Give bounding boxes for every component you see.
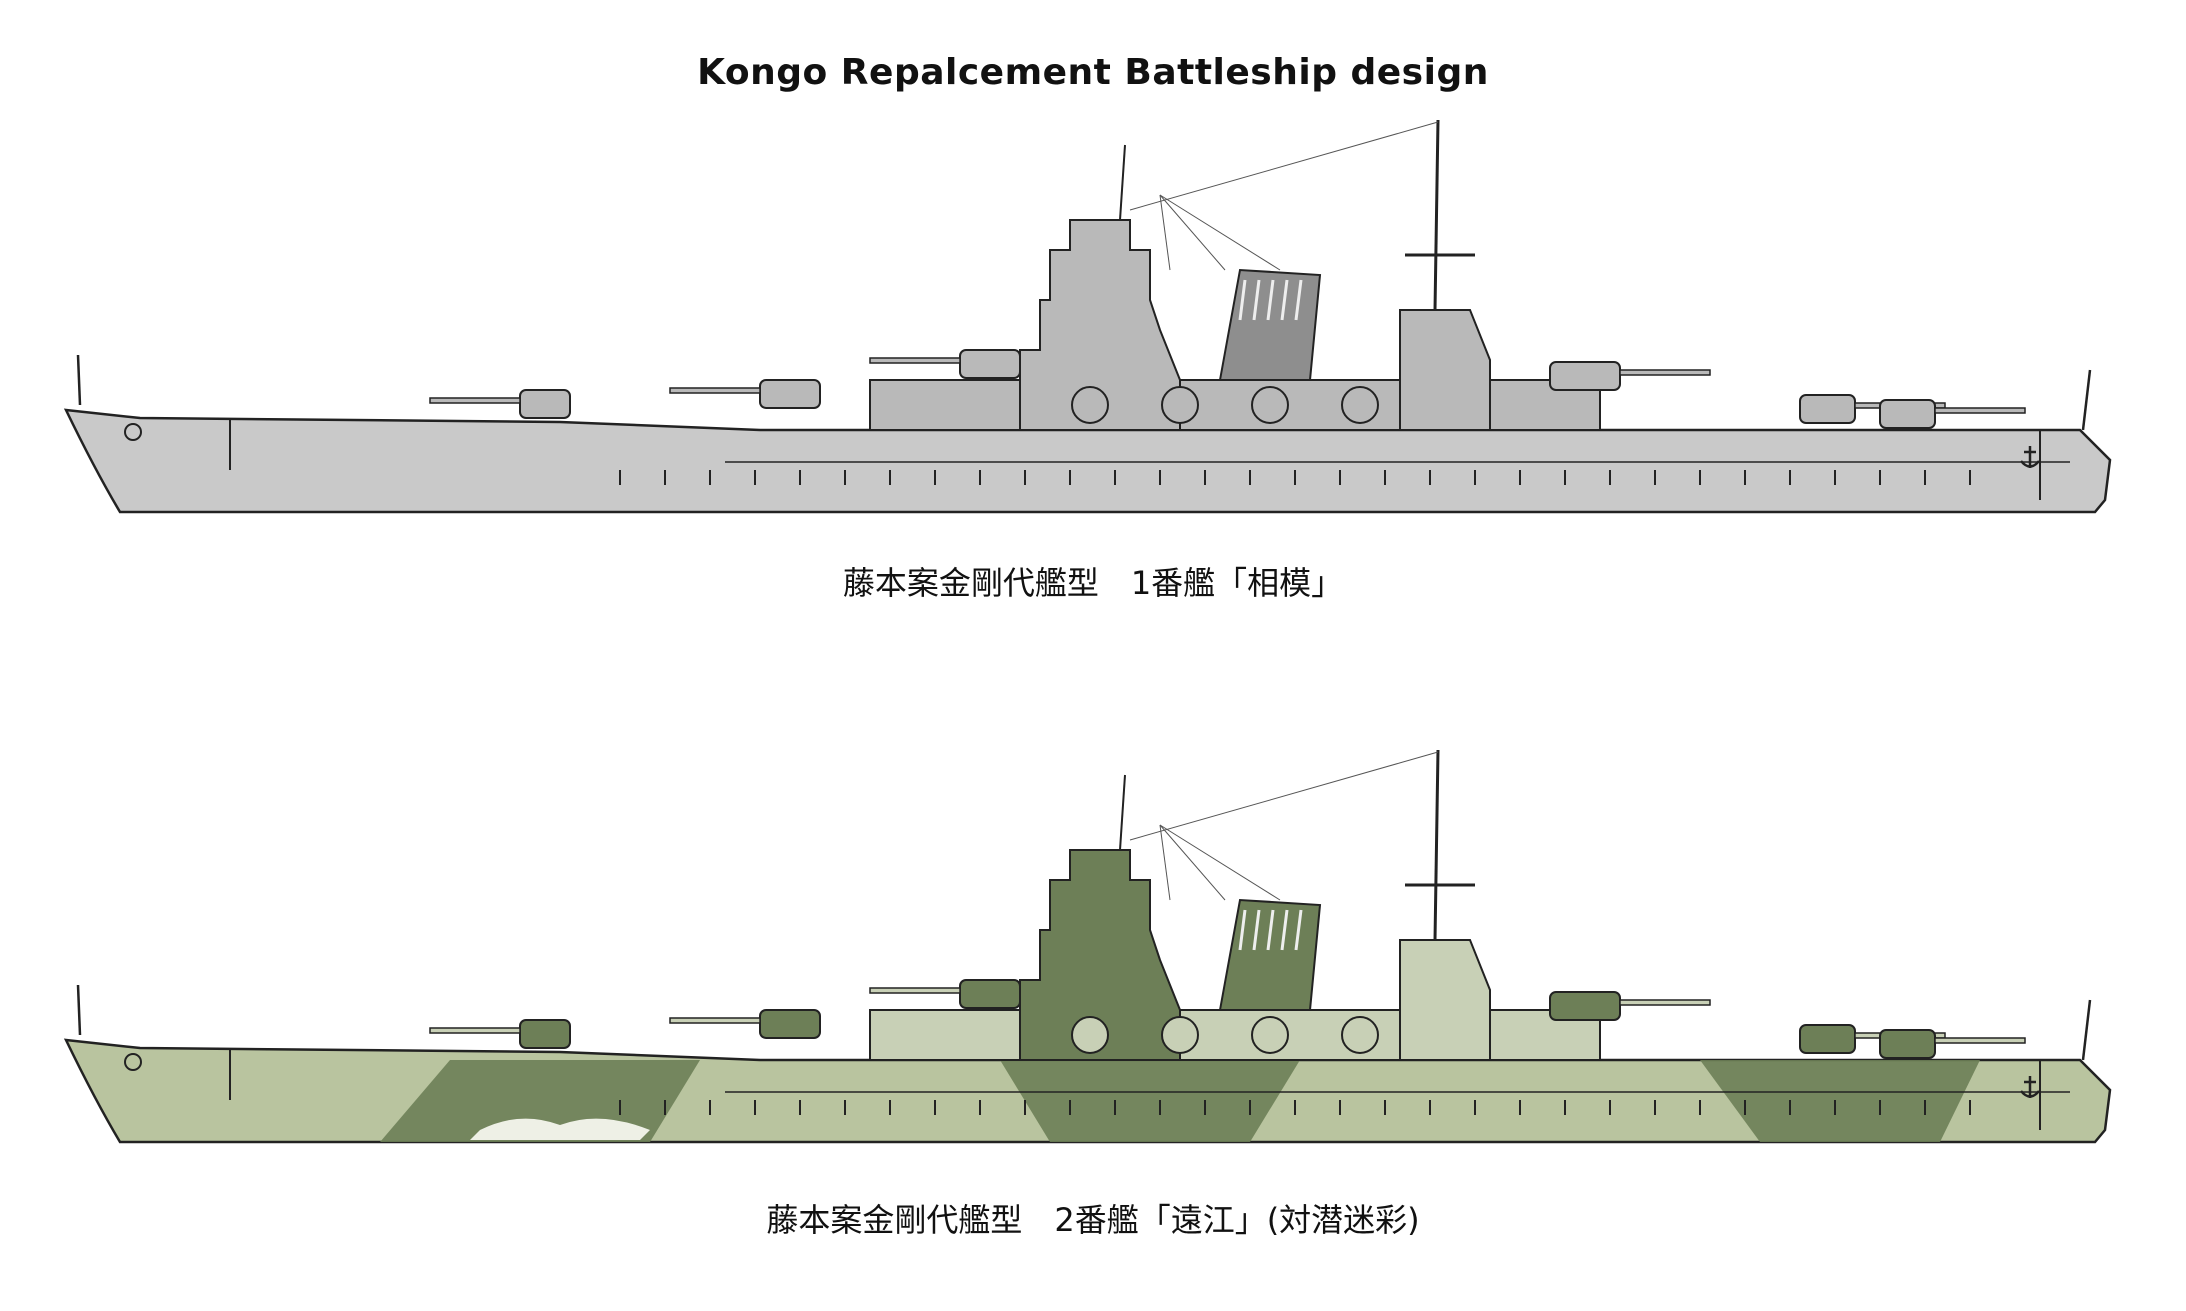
bridge-tower — [1019, 849, 1181, 1061]
mainmast — [1433, 119, 1440, 311]
funnel — [1218, 898, 1322, 1011]
bow-crest-icon — [124, 1053, 142, 1071]
rigging — [1159, 194, 1281, 271]
gun-barrel — [1934, 1037, 2026, 1044]
rigging — [1159, 194, 1226, 271]
aft-tower — [1399, 939, 1491, 1061]
gun-barrel — [869, 357, 961, 364]
gun-turret — [959, 979, 1021, 1009]
funnel-stripe — [1238, 909, 1247, 951]
gun-barrel — [429, 1027, 521, 1034]
camo-patch — [1700, 1060, 1980, 1142]
gun-barrel — [1619, 999, 1711, 1006]
gun-turret — [1549, 361, 1621, 391]
mainmast — [1433, 749, 1440, 941]
ensign-staff — [2081, 999, 2092, 1061]
foremast-pole — [1119, 774, 1126, 851]
gun-barrel — [1619, 369, 1711, 376]
ship-2-caption: 藤本案金剛代艦型 2番艦「遠江」(対潜迷彩) — [766, 1201, 1420, 1239]
gun-barrel — [1934, 407, 2026, 414]
secondary-mount — [1341, 386, 1379, 424]
funnel — [1218, 268, 1322, 381]
rigging — [1159, 194, 1171, 271]
battleship-sagami-profile — [63, 119, 2112, 514]
gun-barrel — [669, 387, 761, 394]
ship-1-caption: 藤本案金剛代艦型 1番艦「相模」 — [842, 564, 1344, 602]
gun-turret — [759, 379, 821, 409]
funnel-stripe — [1294, 909, 1303, 951]
secondary-mount — [1251, 1016, 1289, 1054]
anchor-icon — [2020, 446, 2040, 468]
gun-turret — [519, 389, 571, 419]
bow-crest-icon — [124, 423, 142, 441]
gun-barrel — [429, 397, 521, 404]
gun-turret — [1799, 1024, 1856, 1054]
funnel-stripe — [1266, 279, 1275, 321]
rigging — [1159, 824, 1226, 901]
page-title: Kongo Repalcement Battleship design — [697, 52, 1489, 93]
rigging — [1159, 824, 1281, 901]
rigging — [1129, 121, 1439, 211]
funnel-stripe — [1280, 909, 1289, 951]
camo-patch — [1000, 1060, 1300, 1142]
gun-turret — [1879, 1029, 1936, 1059]
anchor-icon — [2020, 1076, 2040, 1098]
jack-staff — [76, 354, 82, 406]
gun-turret — [959, 349, 1021, 379]
secondary-mount — [1251, 386, 1289, 424]
camo-patch — [470, 1118, 650, 1140]
secondary-mount — [1071, 386, 1109, 424]
aft-tower — [1399, 309, 1491, 431]
gun-barrel — [669, 1017, 761, 1024]
gun-turret — [1549, 991, 1621, 1021]
bridge-tower — [1019, 219, 1181, 431]
ensign-staff — [2081, 369, 2092, 431]
funnel-stripe — [1252, 909, 1261, 951]
rigging — [1129, 751, 1439, 841]
secondary-mount — [1161, 1016, 1199, 1054]
gun-turret — [1799, 394, 1856, 424]
secondary-mount — [1071, 1016, 1109, 1054]
funnel-stripe — [1266, 909, 1275, 951]
secondary-mount — [1341, 1016, 1379, 1054]
secondary-mount — [1161, 386, 1199, 424]
rigging — [1159, 824, 1171, 901]
funnel-stripe — [1252, 279, 1261, 321]
jack-staff — [76, 984, 82, 1036]
funnel-stripe — [1294, 279, 1303, 321]
battleship-totomi-profile — [63, 749, 2112, 1144]
gun-turret — [1879, 399, 1936, 429]
funnel-stripe — [1238, 279, 1247, 321]
gun-turret — [759, 1009, 821, 1039]
gun-turret — [519, 1019, 571, 1049]
foremast-pole — [1119, 144, 1126, 221]
funnel-stripe — [1280, 279, 1289, 321]
gun-barrel — [869, 987, 961, 994]
